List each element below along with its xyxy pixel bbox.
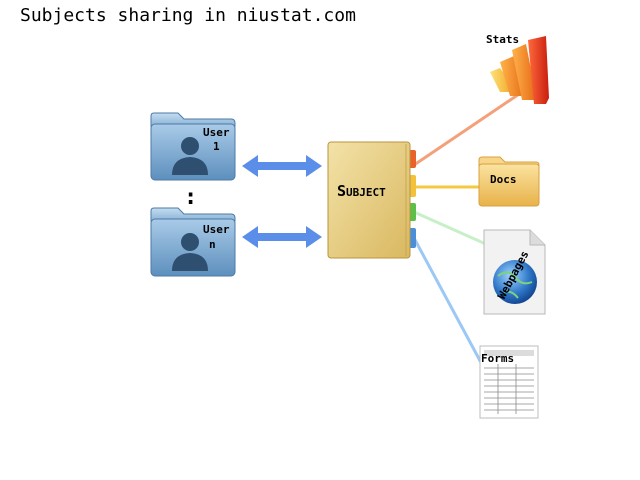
docs-folder-icon xyxy=(478,156,540,207)
users-ellipsis: : xyxy=(184,185,197,210)
subject-label-rest: UBJECT xyxy=(346,186,386,199)
subject-label: SUBJECT xyxy=(337,182,386,200)
arrow-user-n-subject xyxy=(242,226,322,248)
docs-label: Docs xyxy=(490,173,517,186)
user-n-label-line2: n xyxy=(209,238,216,251)
arrow-user-1-subject xyxy=(242,155,322,177)
subject-folder-icon xyxy=(327,141,416,259)
user-n-folder-icon xyxy=(150,207,236,277)
webpages-globe-icon xyxy=(483,229,546,315)
forms-label: Forms xyxy=(481,352,514,365)
page-title: Subjects sharing in niustat.com xyxy=(20,5,356,26)
stats-chart-icon xyxy=(490,36,549,104)
subject-label-initial: S xyxy=(337,182,346,200)
forms-document-icon xyxy=(479,345,539,419)
link-forms xyxy=(412,237,487,371)
user-1-label-line1: User xyxy=(203,126,230,139)
user-1-label-line2: 1 xyxy=(213,140,220,153)
link-stats xyxy=(413,86,529,167)
link-webpages xyxy=(413,210,489,247)
stats-label: Stats xyxy=(486,33,519,46)
user-silhouette-icon xyxy=(172,137,208,175)
user-1-folder-icon xyxy=(150,112,236,181)
user-n-label-line1: User xyxy=(203,223,230,236)
user-silhouette-icon xyxy=(172,233,208,271)
